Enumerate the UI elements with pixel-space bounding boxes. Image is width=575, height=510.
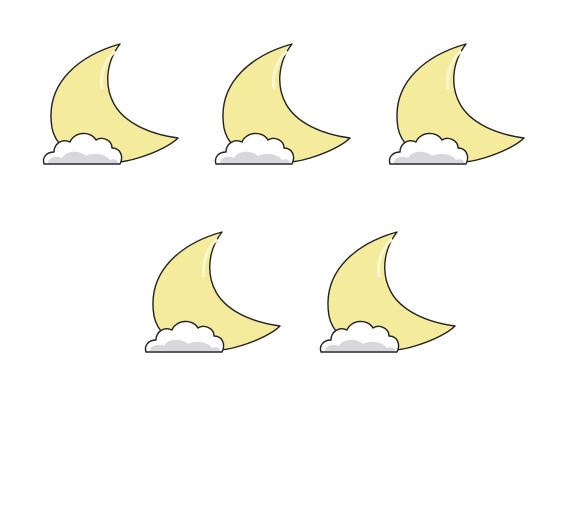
crescent-moon-icon <box>144 231 281 353</box>
moon-highlight <box>272 50 288 90</box>
crescent-moon-icon <box>42 43 179 165</box>
crescent-moon-with-cloud-icon <box>212 42 352 172</box>
cloud-shadow <box>325 339 395 351</box>
crescent-moon-icon <box>388 43 525 165</box>
moon-highlight <box>446 50 462 90</box>
crescent-moon-with-cloud-icon <box>317 230 457 360</box>
crescent-moon-icon <box>214 43 351 165</box>
moon-highlight <box>377 238 393 278</box>
moon-highlight <box>202 238 218 278</box>
crescent-moon-with-cloud-icon <box>40 42 180 172</box>
crescent-moon-icon <box>319 231 456 353</box>
crescent-moon-with-cloud-icon <box>386 42 526 172</box>
moon-highlight <box>100 50 116 90</box>
cloud-shadow <box>394 151 464 163</box>
crescent-moon-with-cloud-icon <box>142 230 282 360</box>
cloud-shadow <box>150 339 220 351</box>
cloud-shadow <box>48 151 118 163</box>
cloud-shadow <box>220 151 290 163</box>
